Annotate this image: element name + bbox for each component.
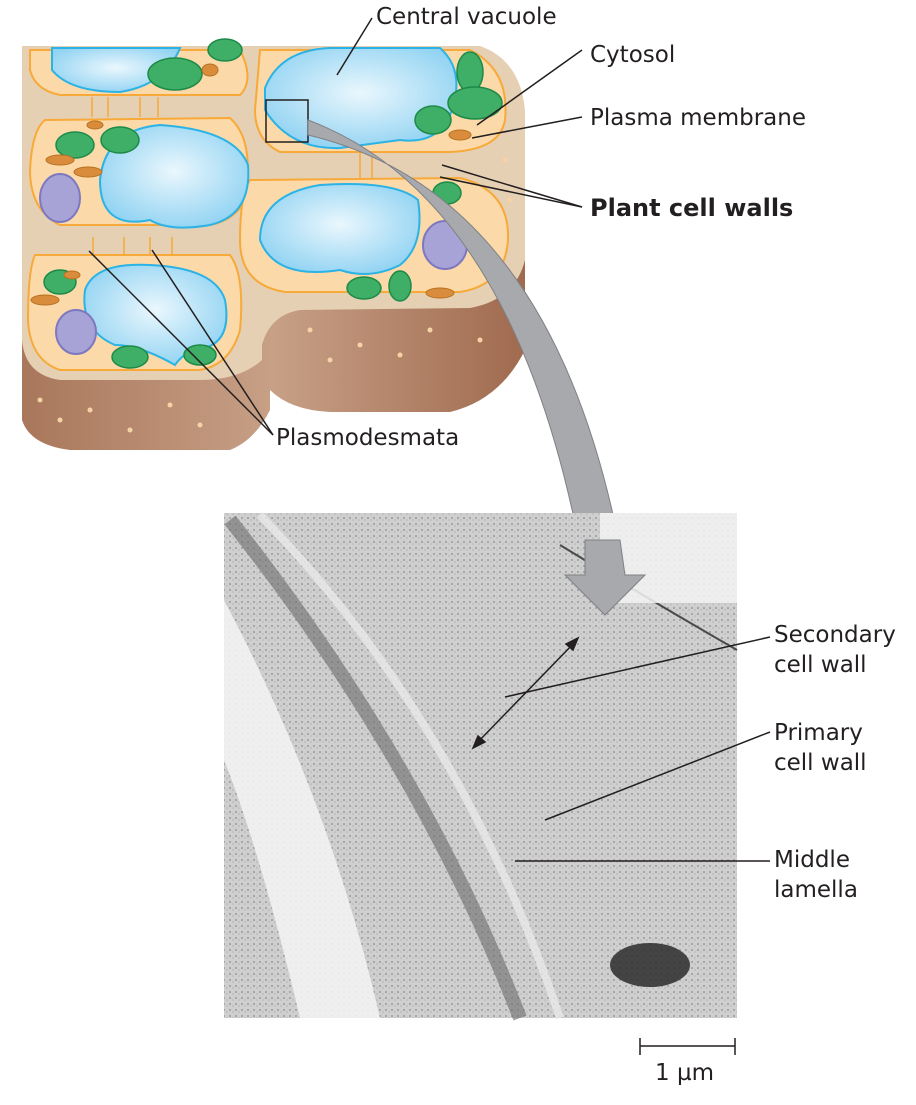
label-plant-cell-walls: Plant cell walls: [590, 194, 794, 222]
label-middle-lamella: Middle lamella: [774, 847, 858, 903]
label-central-vacuole: Central vacuole: [376, 4, 557, 30]
scale-bar: [639, 1038, 736, 1055]
label-primary-cell-wall: Primary cell wall: [774, 720, 867, 776]
central-vacuoles: [51, 47, 458, 367]
leader-lines-bottom: [504, 636, 771, 862]
plasmodesmata: [91, 97, 373, 255]
nuclei: [39, 173, 468, 355]
wall-pores: [37, 157, 513, 433]
label-plasmodesmata: Plasmodesmata: [276, 425, 460, 451]
secondary-wall-span-arrow: [471, 636, 580, 750]
label-cytosol: Cytosol: [590, 42, 676, 68]
leader-lines-top: [88, 17, 583, 436]
mitochondria: [30, 63, 472, 306]
chloroplasts: [43, 38, 503, 369]
scale-bar-label: 1 µm: [655, 1060, 714, 1086]
label-secondary-cell-wall: Secondary cell wall: [774, 622, 896, 678]
label-plasma-membrane: Plasma membrane: [590, 105, 806, 131]
